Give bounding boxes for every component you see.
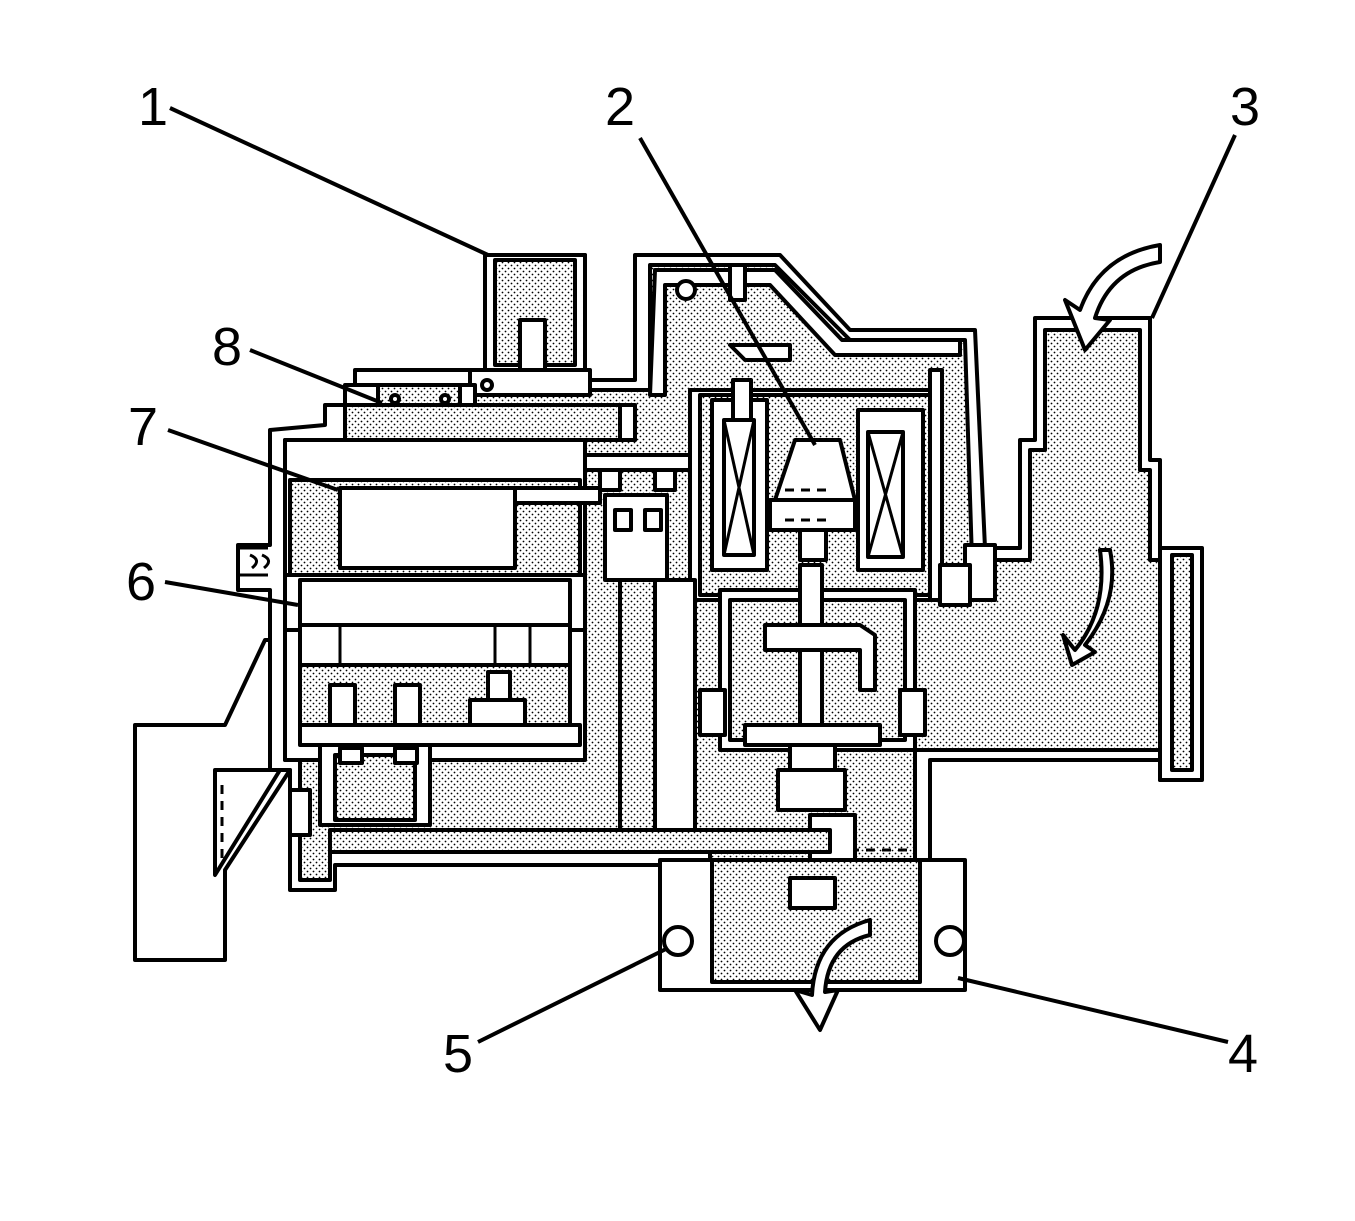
callout-7: 7 [128, 397, 158, 457]
callout-labels: 1 2 3 4 5 6 7 8 [126, 77, 1260, 1084]
leader-5 [477, 946, 669, 1044]
lower-terminal-block [318, 743, 432, 827]
motor-assembly [283, 438, 602, 762]
o-ring-seals [662, 925, 966, 957]
leader-7 [167, 428, 339, 492]
leader-6 [164, 580, 299, 607]
vertical-passage [328, 578, 832, 854]
leader-4 [957, 976, 1229, 1044]
callout-5: 5 [443, 1024, 473, 1084]
callout-6: 6 [126, 552, 156, 612]
callout-1: 1 [138, 77, 168, 137]
leader-2 [638, 137, 817, 446]
callout-4: 4 [1228, 1024, 1258, 1084]
callout-3: 3 [1230, 77, 1260, 137]
valve-stem [698, 563, 927, 812]
temperature-sensor [468, 253, 592, 397]
leader-8 [249, 348, 383, 405]
leader-lines [164, 106, 1237, 1044]
outlet-flow-arrow [793, 918, 872, 1032]
internal-flow-arrow [1061, 548, 1115, 667]
callout-8: 8 [212, 317, 242, 377]
upper-passage [648, 263, 962, 397]
leader-3 [1150, 134, 1237, 319]
right-flange [938, 543, 997, 607]
flow-arrows [793, 243, 1162, 1032]
solenoid-valve [688, 368, 944, 602]
leader-1 [169, 106, 489, 257]
connector-block [598, 468, 677, 582]
inlet-port [1158, 546, 1204, 782]
callout-2: 2 [605, 77, 635, 137]
mounting-bracket [133, 546, 312, 962]
inlet-flow-arrow [1063, 243, 1162, 352]
